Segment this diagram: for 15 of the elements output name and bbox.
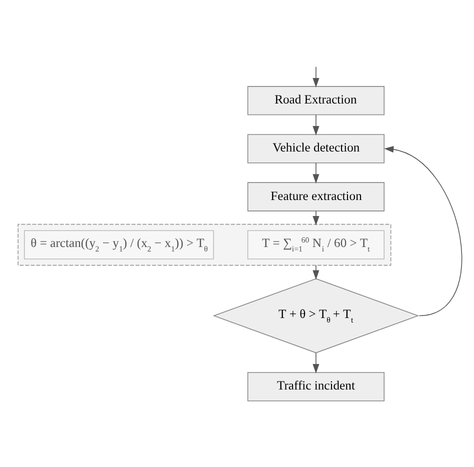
- arrow: [312, 162, 320, 184]
- arrow: [312, 210, 320, 226]
- node-diamond: T + θ > T$_{θ}$ + T$_{t}$: [212, 278, 420, 354]
- node-box: Traffic incident: [247, 372, 385, 402]
- node-box: θ = arctan((y$_{2}$ − y$_{1}$) / (x$_{2}$ − x$_{1}$)) > T$_{θ}$: [24, 230, 214, 260]
- node-box: Feature extraction: [247, 182, 385, 212]
- node-box: Road Extraction: [247, 86, 385, 116]
- arrow: [312, 66, 320, 88]
- arrow: [384, 146, 462, 316]
- node-box: T = ∑$_{i=1}$$^{60}$ N$_{i}$ / 60 > T$_{t}$: [247, 230, 385, 260]
- arrow: [312, 114, 320, 136]
- arrow: [312, 264, 320, 280]
- cluster: [18, 224, 392, 266]
- arrow: [312, 352, 320, 374]
- node-box: Vehicle detection: [247, 134, 385, 164]
